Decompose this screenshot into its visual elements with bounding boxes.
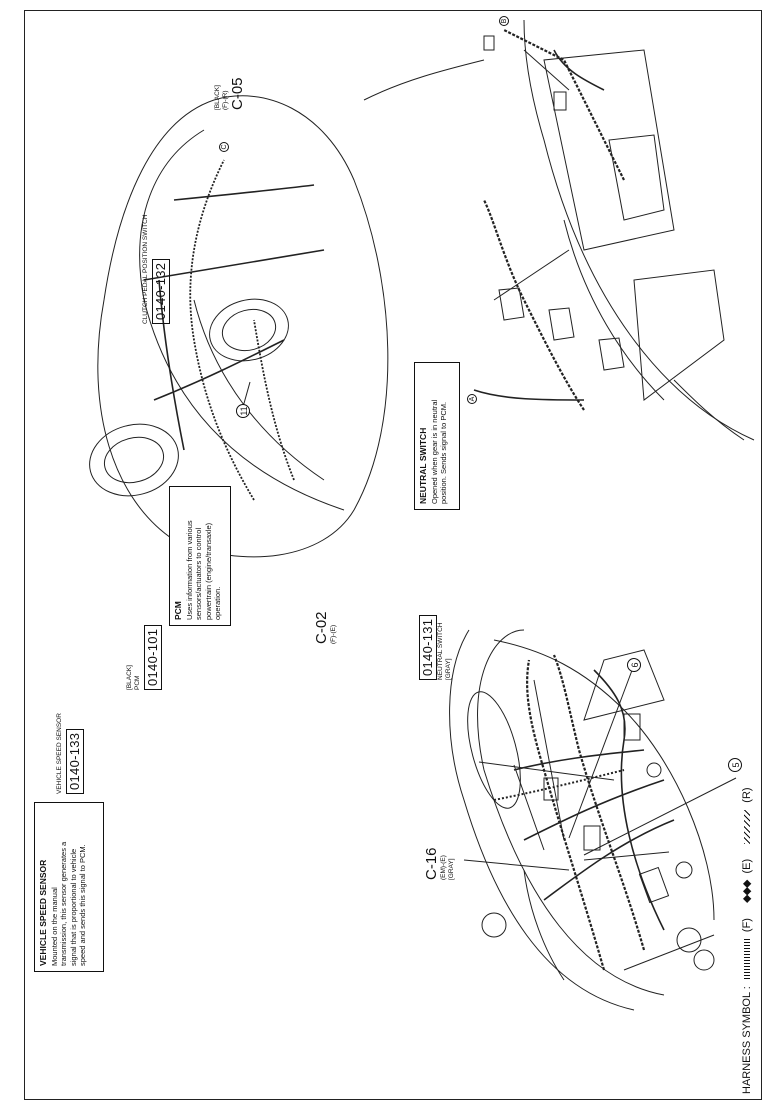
pcm-code: 0140-101 [144, 624, 162, 690]
pcm-info-title: PCM [173, 601, 183, 620]
vss-label: VEHICLE SPEED SENSOR [56, 713, 63, 794]
clutch-code: 0140-132 [152, 258, 170, 324]
pcm-info-line-3: powertrain (engine/transaxle) [203, 522, 213, 620]
pcm-color: [BLACK] [126, 665, 133, 690]
neutral-info-line-1: Opened when gear is in neutral [429, 399, 439, 504]
harness-line-art [89, 19, 755, 1011]
vss-info-line-1: Mounted on the manual [49, 887, 59, 966]
neutral-color: [GRAY] [445, 658, 452, 680]
page-border [24, 10, 762, 1100]
callout-6: 6 [627, 658, 641, 672]
connector-c05-color: [BLACK] [214, 85, 221, 110]
vss-code: 0140-133 [66, 728, 84, 794]
connector-c16-color: [GRAY] [448, 858, 455, 880]
neutral-info-title: NEUTRAL SWITCH [418, 427, 428, 504]
vss-info-line-3: signal that is proportional to vehicle [68, 848, 78, 966]
rotated-diagram-layer: HARNESS SYMBOL : (F) ◆◆◆ (E) (R) [24, 10, 762, 1100]
callout-b: B [499, 16, 509, 26]
connector-c02-id: C-02 [313, 611, 330, 644]
connector-c16-id: C-16 [423, 847, 440, 880]
callout-5: 5 [728, 758, 742, 772]
pcm-info-line-4: operation. [213, 586, 222, 620]
vss-info-line-4: speed and sends this signal to PCM. [78, 844, 87, 966]
car-body-outline [97, 95, 389, 558]
neutral-info-box: NEUTRAL SWITCH Opened when gear is in ne… [414, 362, 460, 510]
callout-a: A [467, 394, 477, 404]
callout-c: C [219, 142, 229, 152]
pcm-info-line-1: Uses information from various [184, 520, 194, 620]
connector-c02-note: (F)-(E) [330, 624, 337, 644]
neutral-label: NEUTRAL SWITCH [437, 622, 444, 680]
engine-bay-outline [477, 629, 665, 996]
connector-c16-note: (EM)-(E) [440, 855, 447, 880]
callout-11: 11 [236, 404, 250, 418]
pcm-label: PCM [134, 675, 141, 690]
clutch-label: CLUTCH PEDAL POSITION SWITCH [142, 214, 149, 324]
vss-info-title: VEHICLE SPEED SENSOR [38, 859, 48, 966]
neutral-code: 0140-131 [419, 614, 437, 680]
rear-wheel [209, 298, 289, 362]
vss-info-box: VEHICLE SPEED SENSOR Mounted on the manu… [34, 802, 104, 972]
vss-info-line-2: transmission, this sensor generates a [59, 841, 68, 966]
front-wheel [89, 423, 179, 497]
pcm-info-box: PCM Uses information from various sensor… [169, 486, 231, 626]
connector-c05-id: C-05 [229, 77, 246, 110]
pcm-info-line-2: sensors/actuators to control [194, 527, 203, 620]
neutral-info-line-2: position. Sends signal to PCM. [439, 401, 448, 504]
